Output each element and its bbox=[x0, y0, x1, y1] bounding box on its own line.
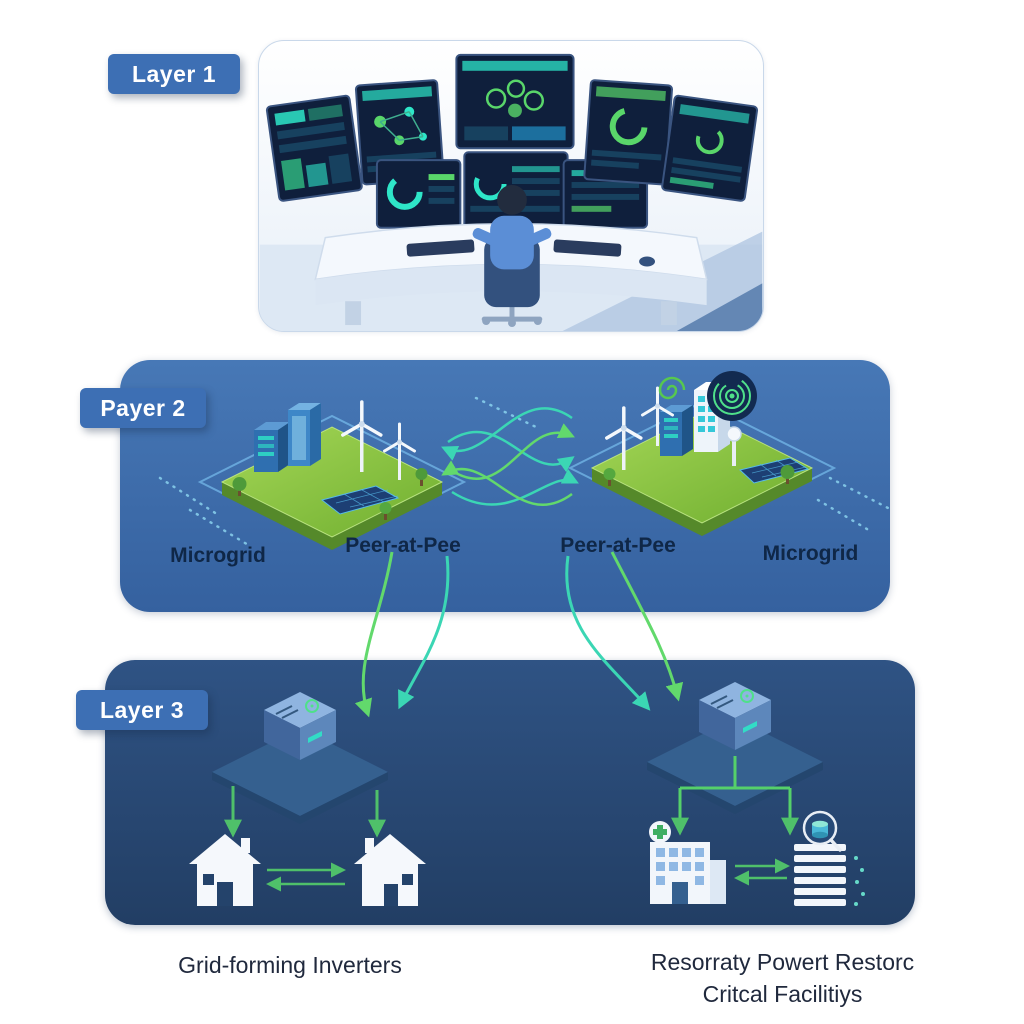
monitor-icon bbox=[354, 79, 445, 186]
mouse-icon bbox=[639, 256, 656, 267]
microgrid-illustration bbox=[158, 371, 890, 550]
control-room-illustration bbox=[259, 53, 763, 331]
exchange-arrows bbox=[734, 858, 790, 886]
layer1-badge: Layer 1 bbox=[108, 54, 240, 94]
caption-critical-facilities-line2: Critcal Facilitiys bbox=[702, 981, 863, 1007]
hospital-icon bbox=[649, 821, 726, 904]
keyboard-icon bbox=[406, 239, 475, 257]
monitor-icon bbox=[583, 79, 674, 186]
monitor-icon bbox=[265, 94, 363, 202]
floor-shadow bbox=[562, 231, 763, 331]
inverter-illustration bbox=[189, 682, 865, 906]
caption-critical-facilities: Resorraty Powert Restorc Critcal Facilit… bbox=[595, 946, 970, 1010]
layer1-panel bbox=[258, 40, 764, 332]
layer2-panel bbox=[120, 360, 890, 612]
building-icon bbox=[660, 405, 693, 456]
house-icon bbox=[189, 834, 261, 906]
microgrid-label-left: Microgrid bbox=[170, 544, 266, 567]
p2p-arrows bbox=[441, 407, 579, 507]
operator bbox=[472, 185, 552, 328]
building-icon bbox=[254, 422, 290, 472]
tree-icon bbox=[603, 468, 616, 486]
exchange-arrows bbox=[266, 862, 346, 892]
p2p-label-right: Peer-at-Pee bbox=[560, 534, 676, 557]
p2p-label-left: Peer-at-Pee bbox=[345, 534, 461, 557]
observation-tower-icon bbox=[726, 426, 742, 466]
data-dots bbox=[158, 396, 890, 548]
distribution-lines bbox=[671, 756, 799, 836]
wind-turbine-icon bbox=[383, 422, 416, 480]
monitor-icon bbox=[455, 53, 575, 150]
inverter-icon bbox=[264, 692, 336, 760]
wind-turbine-icon bbox=[605, 406, 643, 470]
medical-cross-icon bbox=[649, 821, 671, 843]
monitor-icon bbox=[375, 159, 462, 229]
radar-icon bbox=[707, 371, 757, 421]
layer3-panel bbox=[105, 660, 915, 925]
tree-icon bbox=[415, 468, 428, 486]
wind-turbine-icon bbox=[641, 386, 674, 446]
tree-icon bbox=[780, 465, 795, 484]
microgrid-label-right: Microgrid bbox=[762, 542, 859, 565]
solar-panel-icon bbox=[320, 485, 400, 515]
caption-critical-facilities-line1: Resorraty Powert Restorc bbox=[650, 949, 915, 975]
layer3-badge: Layer 3 bbox=[76, 690, 208, 730]
magnifier-icon bbox=[802, 810, 842, 852]
server-rack-icon bbox=[794, 810, 865, 906]
caption-grid-forming-inverters: Grid-forming Inverters bbox=[178, 952, 402, 978]
microgrid-island-right bbox=[567, 382, 837, 536]
solar-panel-icon bbox=[738, 457, 810, 484]
layer2-badge: Payer 2 bbox=[80, 388, 206, 428]
tree-icon bbox=[379, 502, 392, 520]
microgrid-island-left bbox=[197, 400, 467, 550]
inverter-left bbox=[212, 692, 388, 824]
monitor-icon bbox=[661, 94, 759, 202]
data-dots bbox=[854, 856, 865, 906]
tree-icon bbox=[232, 477, 247, 496]
keyboard-icon bbox=[553, 239, 622, 257]
spiral-icon bbox=[658, 376, 686, 400]
house-icon bbox=[354, 834, 426, 906]
building-icon bbox=[288, 403, 321, 466]
wind-turbine-icon bbox=[341, 400, 383, 472]
inverter-icon bbox=[699, 682, 771, 750]
inverter-right bbox=[647, 682, 823, 814]
